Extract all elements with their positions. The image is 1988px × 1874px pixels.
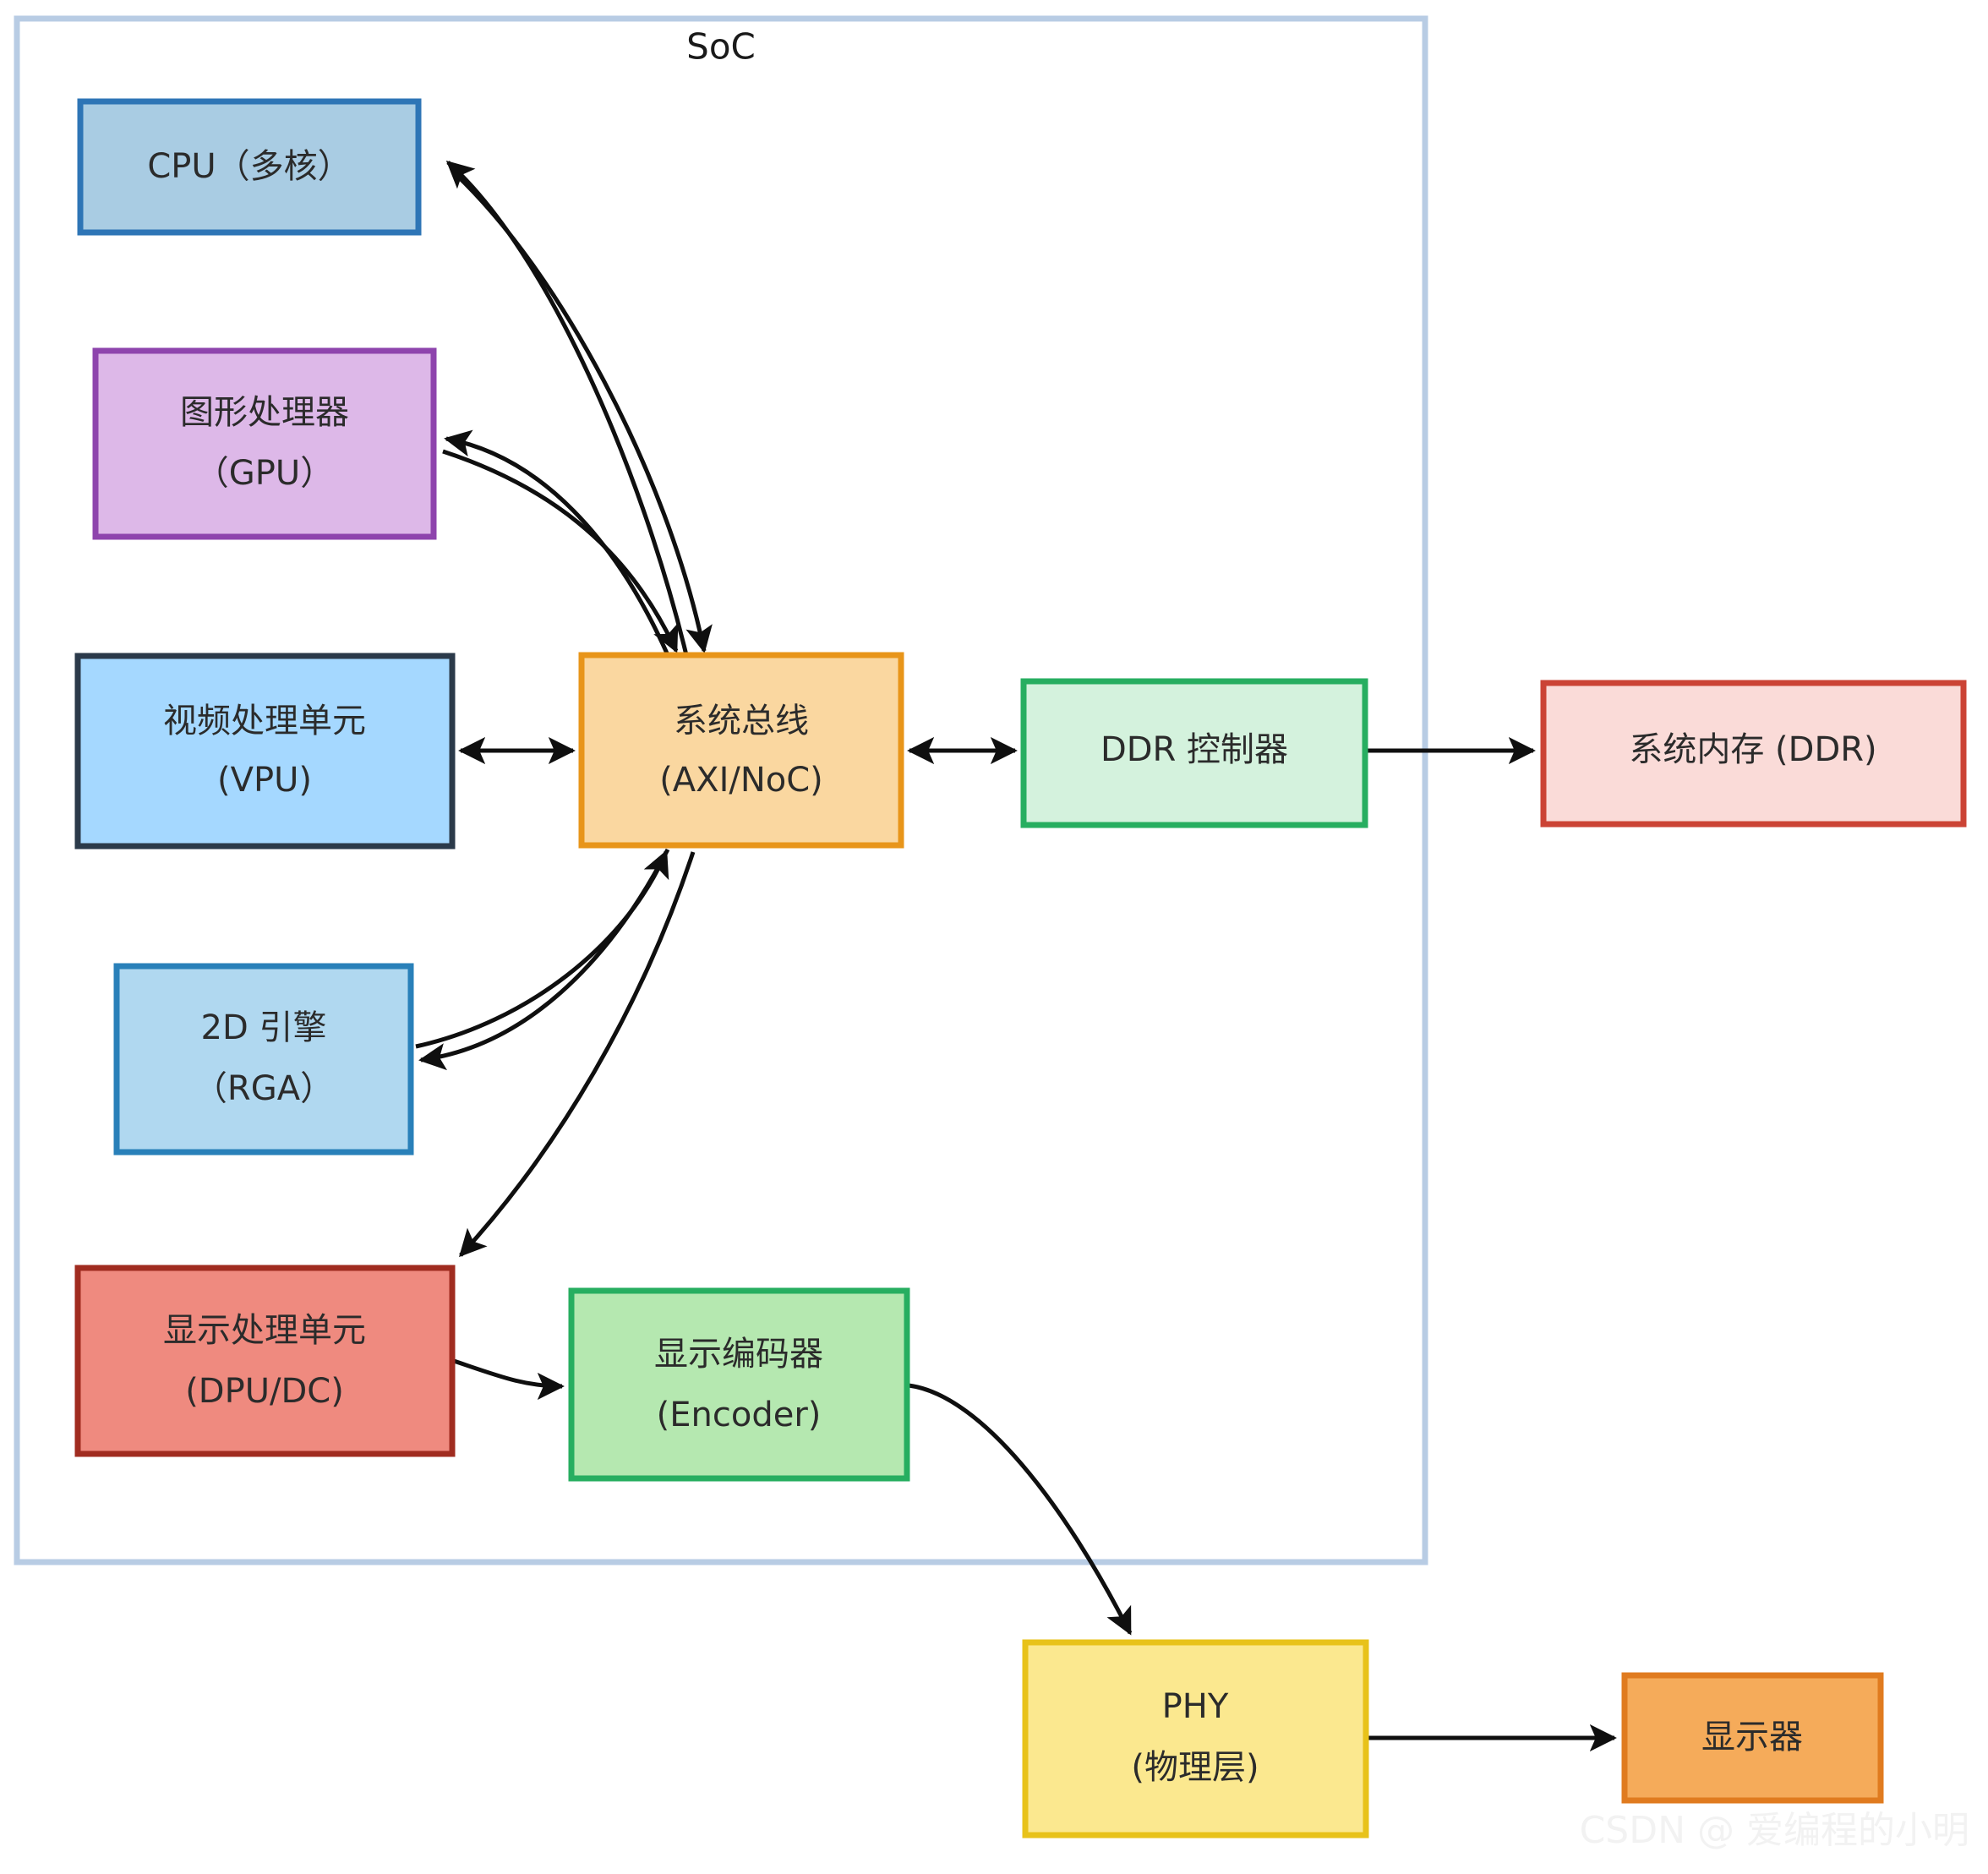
- node-gpu-label-line-0: 图形处理器: [180, 393, 349, 432]
- node-phy[interactable]: PHY (物理层): [1022, 1639, 1369, 1838]
- node-system-memory[interactable]: 系统内存 (DDR): [1540, 680, 1967, 828]
- node-cpu[interactable]: CPU（多核）: [77, 98, 422, 236]
- node-dpu-rect[interactable]: [74, 1265, 456, 1457]
- edge-cpu-to-bus: [453, 172, 713, 653]
- node-system-memory-label-line-0: 系统内存 (DDR): [1629, 730, 1876, 769]
- node-encoder-rect[interactable]: [568, 1287, 910, 1482]
- node-cpu-label-line-0: CPU（多核）: [147, 147, 351, 186]
- node-vpu[interactable]: 视频处理单元 (VPU): [74, 653, 456, 850]
- node-system-bus-label-line-0: 系统总线: [674, 702, 809, 740]
- node-system-bus[interactable]: 系统总线 (AXI/NoC): [578, 652, 904, 849]
- edge-layer: [415, 161, 1617, 1752]
- node-phy-label-line-0: PHY: [1162, 1687, 1229, 1726]
- node-rga[interactable]: 2D 引擎 （RGA）: [113, 963, 414, 1156]
- node-ddr-controller[interactable]: DDR 控制器: [1020, 678, 1368, 828]
- edge-encoder-to-phy: [908, 1383, 1133, 1636]
- node-gpu[interactable]: 图形处理器 （GPU）: [92, 347, 437, 540]
- node-ddr-controller-rect[interactable]: [1020, 678, 1368, 828]
- edge-dpu-to-encoder: [453, 1358, 565, 1401]
- node-system-memory-rect[interactable]: [1540, 680, 1967, 828]
- node-display-rect[interactable]: [1621, 1672, 1884, 1804]
- node-system-bus-rect[interactable]: [578, 652, 904, 849]
- node-vpu-label-line-0: 视频处理单元: [163, 702, 366, 740]
- node-display[interactable]: 显示器: [1621, 1672, 1884, 1804]
- node-dpu-label-line-1: (DPU/DC): [185, 1372, 344, 1411]
- node-cpu-rect[interactable]: [77, 98, 422, 236]
- node-phy-rect[interactable]: [1022, 1639, 1369, 1838]
- node-dpu-label-line-0: 显示处理单元: [163, 1311, 366, 1350]
- node-encoder[interactable]: 显示编码器 (Encoder): [568, 1287, 910, 1482]
- edge-bus-to-gpu: [444, 429, 670, 657]
- edge-rga-to-bus: [415, 850, 669, 1049]
- node-gpu-label-line-1: （GPU）: [195, 454, 334, 493]
- node-display-label-line-0: 显示器: [1701, 1718, 1803, 1757]
- soc-container-title: SoC: [686, 26, 756, 68]
- node-ddr-controller-label-line-0: DDR 控制器: [1100, 730, 1288, 769]
- node-encoder-label-line-0: 显示编码器: [654, 1335, 823, 1374]
- watermark: CSDN @ 爱编程的小明: [1580, 1809, 1969, 1852]
- node-rga-label-line-1: （RGA）: [194, 1069, 334, 1108]
- node-system-bus-label-line-1: (AXI/NoC): [659, 761, 823, 800]
- node-gpu-rect[interactable]: [92, 347, 437, 540]
- node-rga-label-line-0: 2D 引擎: [201, 1008, 327, 1047]
- edge-bus-to-dpu: [459, 851, 696, 1258]
- node-dpu[interactable]: 显示处理单元 (DPU/DC): [74, 1265, 456, 1457]
- node-phy-label-line-1: (物理层): [1131, 1748, 1259, 1787]
- node-vpu-rect[interactable]: [74, 653, 456, 850]
- node-rga-rect[interactable]: [113, 963, 414, 1156]
- node-vpu-label-line-1: (VPU): [217, 761, 312, 800]
- node-encoder-label-line-1: (Encoder): [657, 1396, 822, 1434]
- edge-gpu-to-bus: [442, 449, 679, 653]
